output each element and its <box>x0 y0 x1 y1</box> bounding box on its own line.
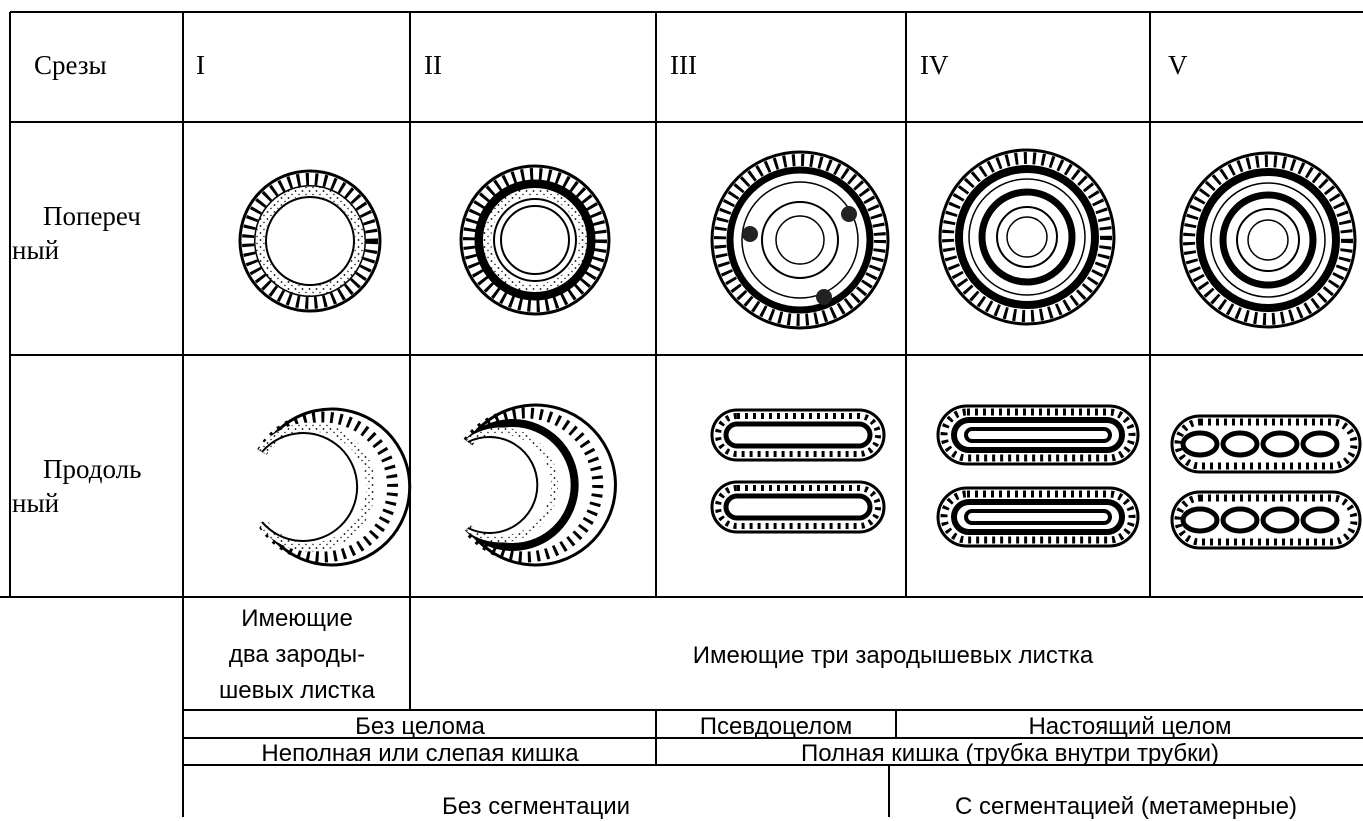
column-header-III: III <box>670 50 697 81</box>
row-label-longitudinal-line1: Продоль <box>43 454 141 485</box>
header-sections-label: Срезы <box>34 50 107 81</box>
column-header-IV: IV <box>920 50 949 81</box>
cross-section-IV <box>940 150 1114 324</box>
two-germ-layers-line2: два зароды- <box>229 640 365 669</box>
cross-section-II <box>461 166 609 314</box>
complete-gut: Полная кишка (трубка внутри трубки) <box>801 739 1219 768</box>
column-header-II: II <box>424 50 442 81</box>
longitudinal-section-I <box>262 409 410 565</box>
cross-section-III <box>712 152 888 328</box>
incomplete-gut: Неполная или слепая кишка <box>261 739 578 768</box>
row-label-cross-line2: ный <box>12 235 59 266</box>
row-label-longitudinal-line2: ный <box>12 488 59 519</box>
two-germ-layers-line3: шевых листка <box>219 676 375 705</box>
three-germ-layers: Имеющие три зародышевых листка <box>693 641 1094 670</box>
cross-section-I <box>240 171 380 311</box>
two-germ-layers-line1: Имеющие <box>241 604 353 633</box>
cross-section-V <box>1181 153 1355 327</box>
longitudinal-section-V <box>1172 416 1360 548</box>
longitudinal-section-III <box>712 410 884 532</box>
no-coelom: Без целома <box>355 712 485 741</box>
longitudinal-section-IV <box>938 406 1138 546</box>
pseudocoelom: Псевдоцелом <box>700 712 853 741</box>
true-coelom: Настоящий целом <box>1028 712 1231 741</box>
longitudinal-section-II <box>468 405 615 565</box>
column-header-V: V <box>1168 50 1188 81</box>
row-label-cross-line1: Попереч <box>43 201 141 232</box>
column-header-I: I <box>196 50 205 81</box>
